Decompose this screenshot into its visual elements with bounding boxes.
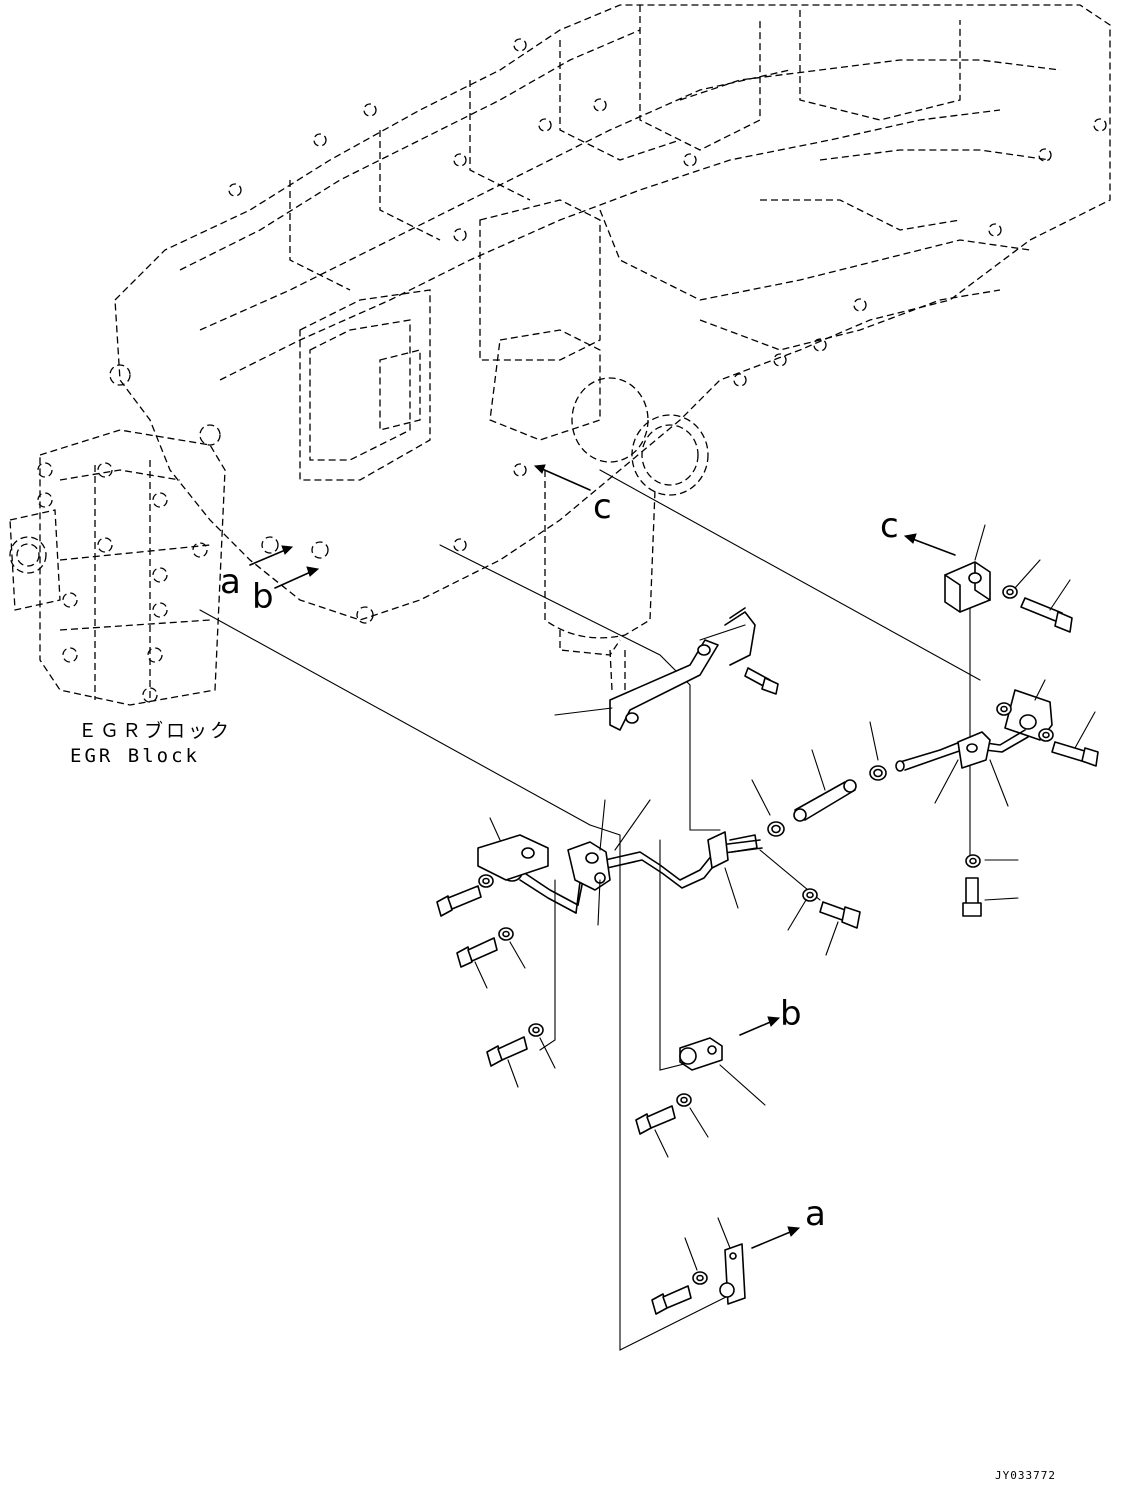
- ref-arrows-top: [249, 464, 956, 589]
- washer-bottom-right: [965, 854, 981, 868]
- arrowhead-b: [767, 1016, 781, 1027]
- egr-block-label-en: EGR Block: [70, 745, 200, 767]
- assembly-guide-lines: [199, 469, 981, 1351]
- bolt-left-1: [436, 885, 482, 917]
- washer-right-1: [996, 702, 1012, 716]
- engine-block-outline: [109, 4, 1111, 691]
- bolt-bottom-right: [962, 877, 982, 917]
- bracket-c: [944, 561, 991, 613]
- hose-small-top: [724, 607, 756, 666]
- ref-letter-b-bracket: b: [780, 994, 802, 1034]
- ref-letter-c-bracket: c: [880, 506, 899, 546]
- ref-letter-c-top: c: [593, 487, 612, 527]
- washer-mid-right: [802, 888, 818, 902]
- bolt-b: [635, 1105, 676, 1135]
- bracket-b: [679, 1037, 723, 1071]
- hose-clamp-1: [869, 765, 887, 781]
- washer-left-3: [528, 1023, 544, 1037]
- hose-clamp-2: [767, 821, 785, 837]
- arrow-a: [751, 1229, 796, 1249]
- egr-block-outline: [9, 429, 226, 706]
- washer-a: [692, 1271, 708, 1285]
- egr-block-label-jp: ＥＧＲブロック: [78, 719, 232, 742]
- ref-letter-a-top: a: [220, 562, 241, 602]
- bolt-small-top: [744, 667, 779, 695]
- bolt-a: [651, 1285, 692, 1315]
- ref-letter-b-top: b: [252, 577, 274, 617]
- part-leader-lines: [474, 524, 1096, 1271]
- bolt-left-3: [486, 1036, 528, 1067]
- washer-b: [676, 1093, 692, 1107]
- bolt-right: [1051, 741, 1099, 767]
- washer-right-2: [1038, 728, 1054, 742]
- bracket-left: [477, 834, 549, 881]
- bracket-pipe-support: [609, 639, 719, 731]
- bolt-c: [1020, 597, 1073, 633]
- bolt-left-2: [456, 937, 498, 968]
- arrowhead-a: [787, 1226, 801, 1237]
- drawing-code: JY033772: [995, 1469, 1056, 1482]
- hose-middle: [793, 779, 857, 822]
- clamp-right: [957, 731, 991, 769]
- bolt-mid-right: [819, 901, 861, 929]
- washer-left-1: [478, 874, 494, 888]
- washer-c: [1002, 585, 1018, 599]
- bracket-a: [719, 1243, 746, 1305]
- ref-letter-a-bracket: a: [805, 1194, 826, 1234]
- arrow-b: [739, 1019, 776, 1036]
- washer-left-2: [498, 927, 514, 941]
